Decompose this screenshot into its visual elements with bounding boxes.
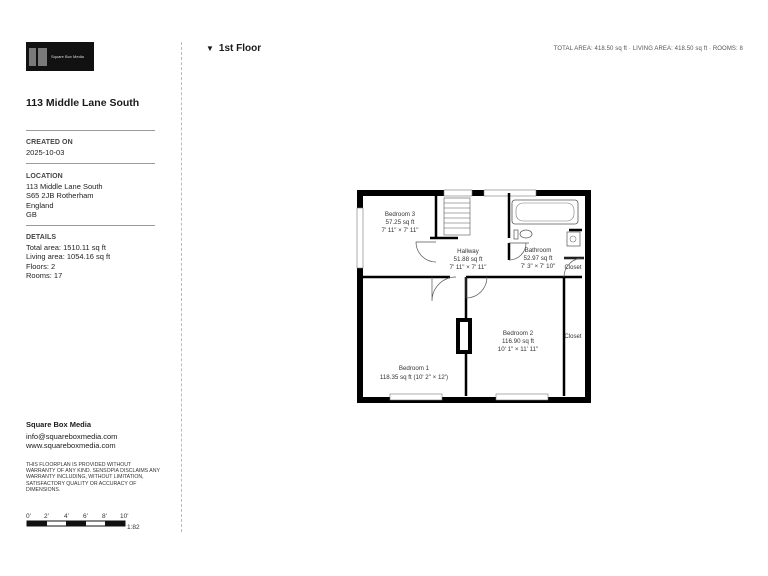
- room-dims: 7' 3" × 7' 10": [521, 263, 555, 270]
- details-line: Rooms: 17: [26, 270, 63, 280]
- logo-text: Square Box Media: [51, 54, 84, 59]
- divider-rule: [26, 163, 155, 164]
- details-line: Floors: 2: [26, 261, 56, 271]
- room-area: 116.90 sq ft: [502, 338, 534, 345]
- stairs: [443, 197, 471, 236]
- room-name: Bathroom: [525, 247, 552, 254]
- location-line: GB: [26, 209, 37, 219]
- details-line: Living area: 1054.16 sq ft: [26, 252, 111, 262]
- window: [356, 207, 364, 269]
- triangle-down-icon: ▼: [206, 44, 214, 53]
- created-value: 2025-10-03: [26, 148, 65, 157]
- room-area: 51.88 sq ft: [454, 256, 483, 263]
- location-line: England: [26, 200, 54, 210]
- divider-rule: [26, 225, 155, 226]
- scale-tick-label: 2': [44, 513, 49, 520]
- scale-ratio: 1:82: [127, 524, 140, 531]
- details-line: Total area: 1510.11 sq ft: [26, 243, 106, 252]
- floor-selector[interactable]: ▼ 1st Floor: [206, 43, 261, 54]
- company-contact: info@squareboxmedia.com www.squareboxmed…: [26, 432, 117, 451]
- company-email-link[interactable]: info@squareboxmedia.com: [26, 432, 118, 441]
- company-website-link[interactable]: www.squareboxmedia.com: [26, 441, 116, 451]
- room-name: Hallway: [457, 248, 480, 255]
- room-name: Closet: [564, 265, 581, 271]
- floor-summary: TOTAL AREA: 418.50 sq ft · LIVING AREA: …: [553, 46, 743, 52]
- room-dims: 7' 11" × 7' 11": [450, 264, 487, 271]
- location-line: 113 Middle Lane South: [26, 182, 103, 191]
- scale-tick-label: 8': [102, 513, 107, 520]
- details-label: DETAILS: [26, 234, 57, 241]
- room-name: Bedroom 1: [399, 365, 430, 372]
- disclaimer-text: THIS FLOORPLAN IS PROVIDED WITHOUT WARRA…: [26, 462, 160, 493]
- room-dims: 7' 11" × 7' 11": [382, 227, 419, 234]
- logo-mark-icon: [29, 47, 47, 66]
- room-area: 118.35 sq ft (10' 2" × 12'): [380, 374, 448, 381]
- sidebar-divider: [181, 42, 182, 532]
- window: [495, 393, 549, 401]
- divider-rule: [26, 130, 155, 131]
- room-name: Bedroom 2: [503, 330, 534, 337]
- scale-tick-label: 0': [26, 513, 31, 520]
- window: [443, 189, 473, 197]
- scale-tick-label: 6': [83, 513, 88, 520]
- company-name: Square Box Media: [26, 420, 92, 429]
- property-address-title: 113 Middle Lane South: [26, 97, 140, 109]
- room-name: Closet: [564, 334, 581, 340]
- room-area: 52.97 sq ft: [524, 255, 553, 262]
- created-label: CREATED ON: [26, 139, 73, 146]
- scale-tick-label: 4': [64, 513, 69, 520]
- location-line: S65 2JB Rotherham: [26, 191, 94, 201]
- window: [389, 393, 443, 401]
- details-block: Total area: 1510.11 sq ft Living area: 1…: [26, 243, 110, 280]
- company-logo: Square Box Media: [26, 42, 94, 71]
- floor-title: 1st Floor: [218, 43, 262, 54]
- location-block: 113 Middle Lane South S65 2JB Rotherham …: [26, 182, 103, 219]
- location-label: LOCATION: [26, 173, 63, 180]
- floorplan: Bedroom 3 57.25 sq ft 7' 11" × 7' 11" Ha…: [356, 189, 591, 403]
- room-dims: 10' 1" × 11' 11": [498, 346, 538, 353]
- room-area: 57.25 sq ft: [386, 219, 415, 226]
- toilet-icon: [519, 229, 533, 239]
- room-name: Bedroom 3: [385, 211, 416, 218]
- scale-bar: 0' 2' 4' 6' 8' 10' 1:82: [26, 513, 140, 531]
- door-swings: [415, 241, 584, 302]
- scale-tick-label: 10': [120, 513, 128, 520]
- sink-icon: [566, 231, 581, 247]
